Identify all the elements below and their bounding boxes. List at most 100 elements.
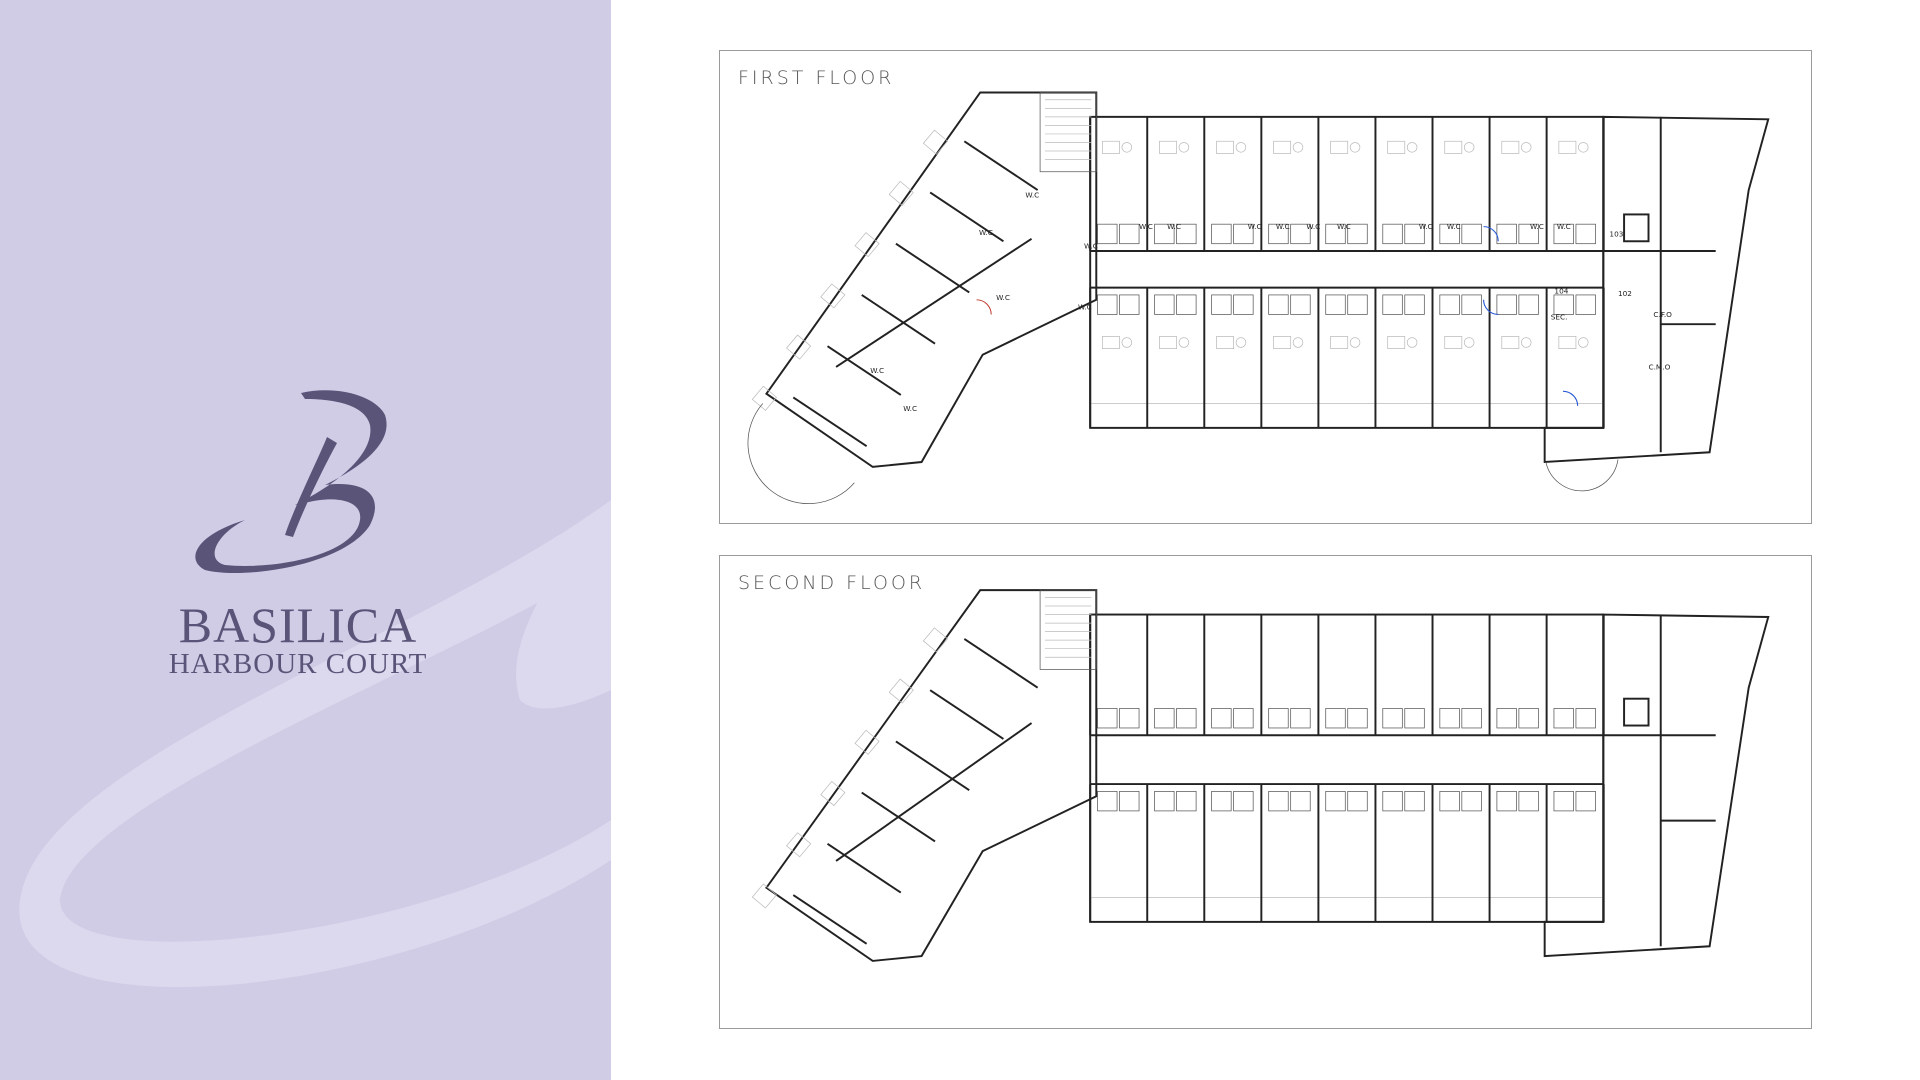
wc-cubicle (1461, 294, 1482, 315)
wing-partition (963, 638, 1039, 689)
wc-cubicle (1553, 708, 1574, 729)
desk (1444, 140, 1463, 154)
door-swing (1562, 390, 1579, 406)
chair (1178, 142, 1190, 153)
desk (1102, 336, 1120, 349)
wc-cubicle (1404, 708, 1425, 729)
wc-cubicle (1176, 294, 1197, 315)
wc-cubicle (1575, 294, 1596, 315)
floor-title: SECOND FLOOR (738, 572, 926, 594)
stairwell (1039, 92, 1097, 173)
window-bay (751, 883, 777, 909)
room-label: W.C (903, 404, 917, 413)
window-bay (751, 385, 777, 411)
room-label: W.C (1306, 222, 1320, 231)
desk (1387, 336, 1406, 349)
window-bay (922, 627, 949, 653)
room-label: 103 (1609, 229, 1623, 238)
room-label: W.C (979, 228, 993, 237)
left-wing-wall (765, 589, 1098, 962)
window-bay (820, 283, 846, 309)
wc-cubicle (1097, 708, 1118, 729)
wc-cubicle (1382, 223, 1403, 245)
wc-cubicle (1553, 294, 1574, 315)
wing-partition (826, 843, 902, 894)
chair (1463, 337, 1475, 348)
wc-cubicle (1461, 791, 1482, 812)
desk (1102, 140, 1120, 154)
chair (1349, 142, 1361, 153)
building-wall (1089, 613, 1605, 923)
wc-cubicle (1325, 708, 1346, 729)
left-wing-corridor (835, 238, 1033, 368)
wc-cubicle (1325, 294, 1346, 315)
wing-partition (963, 140, 1039, 191)
room-label: W.C (1139, 222, 1153, 231)
chair (1121, 142, 1133, 153)
floor-title: FIRST FLOOR (738, 67, 895, 89)
room-label: 102 (1618, 289, 1632, 298)
wing-partition (826, 345, 902, 396)
wc-cubicle (1461, 223, 1482, 245)
window-bay (854, 232, 880, 258)
wc-cubicle (1154, 294, 1175, 315)
window-bay (820, 781, 846, 807)
wc-cubicle (1382, 708, 1403, 729)
left-wing-corridor (835, 722, 1033, 862)
desk (1216, 140, 1234, 154)
window-bay (786, 334, 812, 360)
wc-cubicle (1176, 708, 1197, 729)
wc-cubicle (1347, 294, 1368, 315)
brand-name: BASILICA (178, 597, 418, 653)
wc-cubicle (1439, 294, 1460, 315)
curved-bay (747, 403, 855, 504)
wing-partition (929, 191, 1004, 243)
wc-cubicle (1154, 791, 1175, 812)
wc-cubicle (1575, 791, 1596, 812)
brand-panel: BASILICA HARBOUR COURT (0, 0, 611, 1080)
wc-cubicle (1347, 223, 1368, 245)
wing-partition (861, 791, 936, 843)
wc-cubicle (1496, 708, 1517, 729)
room-label: W.C (1025, 190, 1039, 199)
left-wing-wall (765, 91, 1098, 468)
wc-cubicle (1404, 791, 1425, 812)
stairwell (1039, 589, 1097, 670)
wc-cubicle (1268, 708, 1289, 729)
wc-cubicle (1518, 223, 1539, 245)
room-label: C.M.O (1649, 362, 1671, 371)
chair (1578, 337, 1589, 348)
wc-cubicle (1119, 294, 1140, 315)
wc-cubicle (1233, 708, 1254, 729)
wing-partition (895, 740, 970, 791)
wc-cubicle (1154, 708, 1175, 729)
wc-cubicle (1404, 294, 1425, 315)
desk (1558, 336, 1577, 349)
wc-cubicle (1518, 791, 1539, 812)
desk (1501, 336, 1520, 349)
chair (1292, 142, 1304, 153)
second-floor-drawing (751, 589, 1770, 962)
desk (1159, 336, 1177, 349)
desk (1273, 140, 1292, 154)
desk (1159, 140, 1177, 154)
window-bay (888, 180, 914, 206)
chair (1235, 142, 1247, 153)
window-bay (888, 678, 914, 704)
wc-cubicle (1211, 294, 1232, 315)
wc-cubicle (1097, 223, 1118, 245)
wc-cubicle (1518, 708, 1539, 729)
room-label: W.C (1557, 222, 1571, 231)
room-label: W.C (1419, 222, 1433, 231)
wc-cubicle (1290, 223, 1311, 245)
lift-core (1623, 697, 1650, 727)
wc-cubicle (1325, 791, 1346, 812)
chair (1406, 337, 1418, 348)
chair (1578, 142, 1589, 153)
building-wall (1089, 115, 1605, 429)
door-swing (1483, 299, 1499, 315)
wc-cubicle (1575, 223, 1596, 245)
room-label: W.C (1447, 222, 1461, 231)
wc-cubicle (1211, 791, 1232, 812)
